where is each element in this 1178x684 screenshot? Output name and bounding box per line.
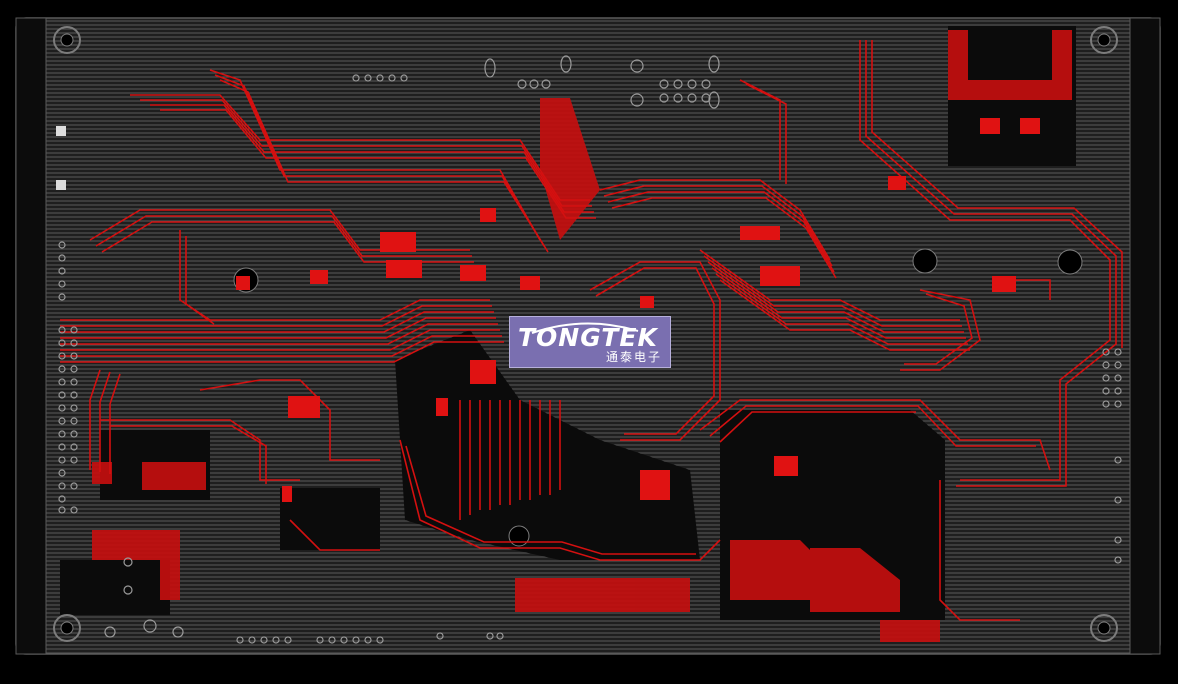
brand-name: TONGTEK: [518, 323, 658, 352]
logo-swoosh-icon: [531, 322, 639, 334]
components: [236, 118, 1040, 502]
test-pads: [56, 126, 66, 190]
brand-logo: TONGTEK 通泰电子: [509, 316, 671, 368]
copper-pours: [92, 30, 1072, 642]
via-pads: [58, 55, 1122, 644]
trace-bundles: [60, 40, 1123, 621]
brand-subtitle: 通泰电子: [605, 350, 662, 364]
